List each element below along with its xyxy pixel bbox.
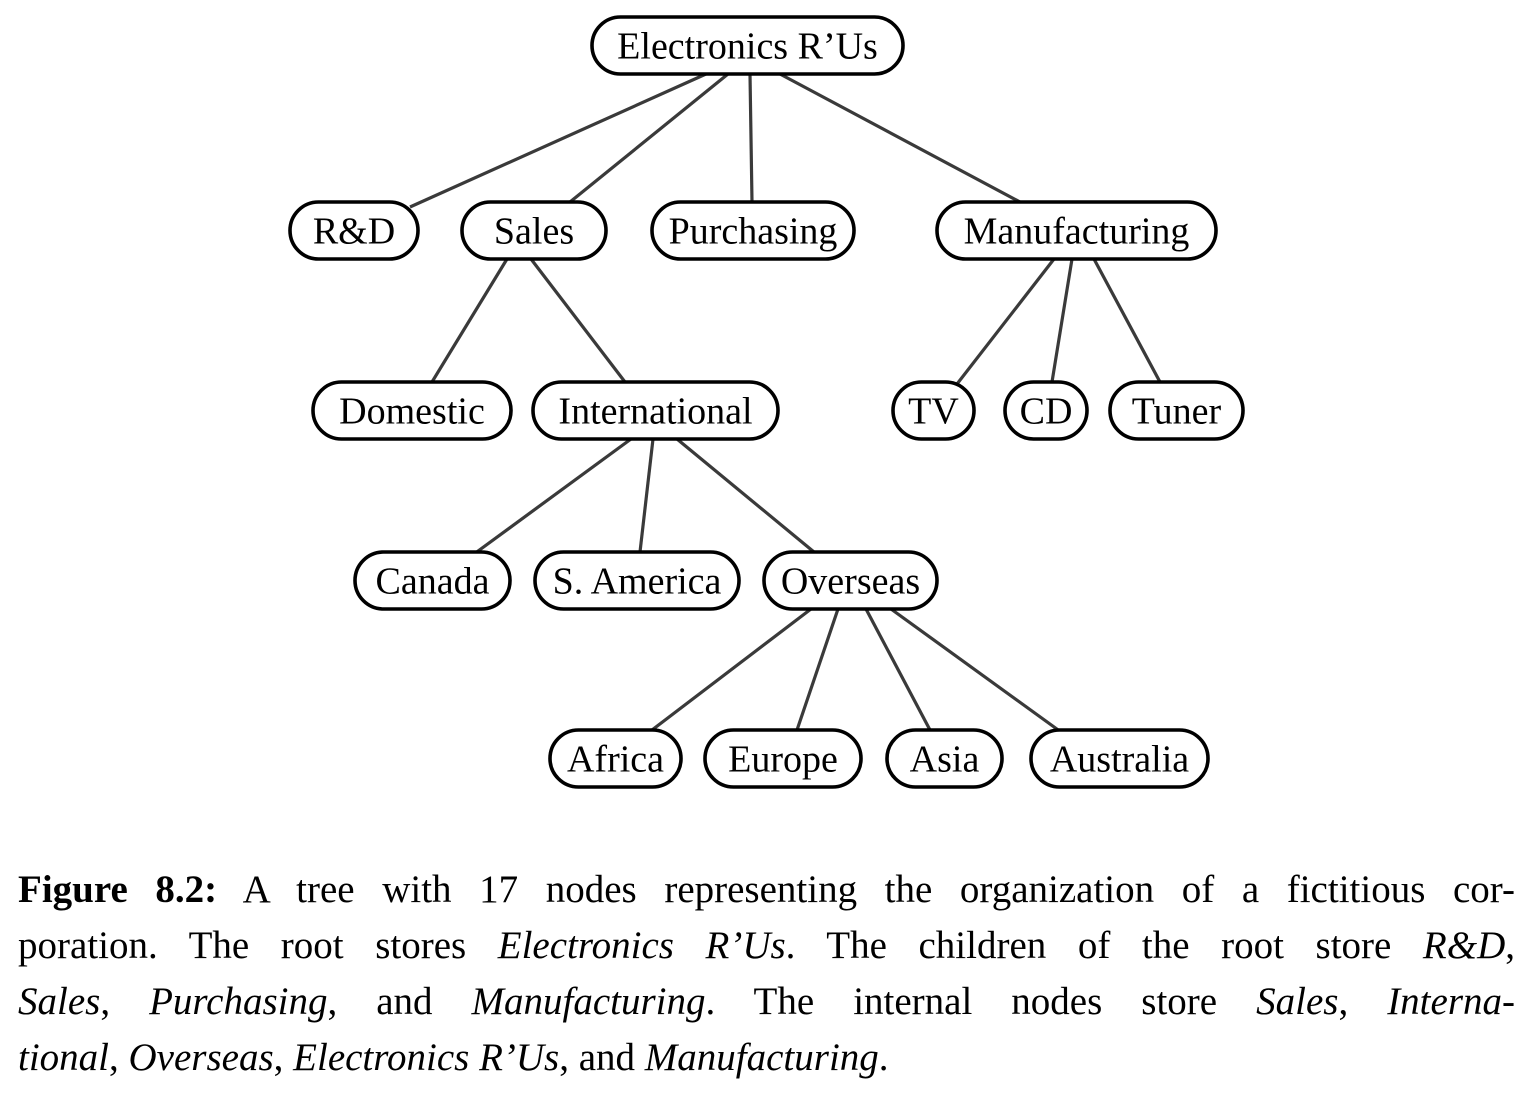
edge-root-manufacturing <box>779 72 1021 204</box>
caption-emphasis: Electronics R’Us <box>293 1036 560 1079</box>
caption-text: , <box>1338 980 1388 1023</box>
node-box <box>311 380 513 441</box>
node-label: Purchasing <box>669 211 838 253</box>
node-box <box>1029 728 1210 789</box>
node-label: Australia <box>1050 739 1189 781</box>
caption-text: , <box>109 1036 129 1079</box>
caption-text: . The children of the root store <box>785 924 1423 967</box>
caption-text: , <box>100 980 150 1023</box>
caption-emphasis: Manufacturing <box>644 1036 879 1079</box>
node-box <box>650 200 856 261</box>
caption-text: , and <box>327 980 472 1023</box>
caption-emphasis: Electronics R’Us <box>497 924 786 967</box>
caption-text: A tree with 17 nodes representing the or… <box>242 868 1515 911</box>
caption-emphasis: Purchasing <box>149 980 328 1023</box>
caption-emphasis: tional <box>18 1036 110 1079</box>
edge-sales-domestic <box>430 258 509 383</box>
tree-node-tv: TV <box>891 380 976 441</box>
caption-line-3: Sales, Purchasing, and Manufacturing. Th… <box>18 974 1515 1030</box>
tree-diagram: Electronics R’UsR&D Sales Purchasing Manufa… <box>288 15 1245 789</box>
node-box <box>1003 380 1089 441</box>
node-label: R&D <box>313 211 395 253</box>
node-label: Manufacturing <box>964 211 1190 253</box>
node-box <box>548 728 683 789</box>
node-label: TV <box>908 391 959 433</box>
node-box <box>590 15 905 76</box>
caption-line-1: Figure 8.2: A tree with 17 nodes represe… <box>18 862 1515 918</box>
caption-text: , <box>273 1036 294 1079</box>
caption-text: , <box>1505 924 1515 967</box>
node-label: Electronics R’Us <box>617 26 878 68</box>
tree-node-tuner: Tuner <box>1108 380 1245 441</box>
edge-root-purchasing <box>748 73 754 203</box>
edge-sales-international <box>529 258 627 383</box>
node-box <box>533 550 741 611</box>
caption-emphasis: R&D <box>1422 924 1506 967</box>
tree-node-domestic: Domestic <box>311 380 513 441</box>
node-box <box>353 550 512 611</box>
tree-node-manufacturing: Manufacturing <box>935 200 1218 261</box>
edge-overseas-africa <box>651 607 812 732</box>
edge-international-samerica <box>638 438 655 553</box>
node-label: Canada <box>376 561 490 603</box>
node-box <box>885 728 1004 789</box>
node-box <box>703 728 863 789</box>
tree-node-rd: R&D <box>288 200 420 261</box>
caption-emphasis: Manufacturing <box>471 980 706 1023</box>
tree-node-overseas: Overseas <box>762 550 939 611</box>
node-label: Tuner <box>1132 391 1222 433</box>
node-label: Africa <box>567 739 664 781</box>
caption-text: . The internal nodes store <box>705 980 1257 1023</box>
caption-text: poration. The root stores <box>18 924 498 967</box>
tree-node-asia: Asia <box>885 728 1004 789</box>
node-box <box>460 200 608 261</box>
caption-emphasis: Sales <box>18 980 101 1023</box>
edge-manufacturing-tuner <box>1092 258 1162 383</box>
node-label: Sales <box>494 211 574 253</box>
edge-overseas-europe <box>795 608 840 731</box>
caption-figure-label: Figure 8.2: <box>18 868 218 911</box>
tree-node-canada: Canada <box>353 550 512 611</box>
node-label: CD <box>1020 391 1073 433</box>
tree-node-purchasing: Purchasing <box>650 200 856 261</box>
edge-root-rd <box>409 72 707 209</box>
node-label: Asia <box>910 739 980 781</box>
edge-root-sales <box>568 72 730 204</box>
caption-emphasis: Overseas <box>128 1036 274 1079</box>
figure-caption: Figure 8.2: A tree with 17 nodes represe… <box>18 862 1515 1086</box>
node-label: S. America <box>553 561 722 603</box>
caption-line-4: tional, Overseas, Electronics R’Us, and … <box>18 1030 1515 1086</box>
tree-node-cd: CD <box>1003 380 1089 441</box>
tree-node-international: International <box>531 380 780 441</box>
tree-node-samerica: S. America <box>533 550 741 611</box>
caption-line-2: poration. The root stores Electronics R’… <box>18 918 1515 974</box>
caption-text: . <box>878 1036 889 1079</box>
edge-international-canada <box>473 437 632 556</box>
node-box <box>762 550 939 611</box>
node-box <box>891 380 976 441</box>
tree-node-sales: Sales <box>460 200 608 261</box>
edge-overseas-asia <box>864 608 932 731</box>
tree-node-europe: Europe <box>703 728 863 789</box>
tree-nodes: Electronics R’UsR&D Sales Purchasing Manufa… <box>288 15 1245 789</box>
tree-node-australia: Australia <box>1029 728 1210 789</box>
caption-emphasis: Sales <box>1256 980 1339 1023</box>
tree-node-root: Electronics R’Us <box>590 15 905 76</box>
edge-international-overseas <box>675 437 816 554</box>
tree-edges <box>409 72 1162 734</box>
tree-node-africa: Africa <box>548 728 683 789</box>
edge-manufacturing-cd <box>1050 258 1074 383</box>
edge-overseas-australia <box>890 607 1062 734</box>
node-label: International <box>558 391 752 433</box>
node-label: Overseas <box>781 561 920 603</box>
edge-manufacturing-tv <box>955 258 1056 385</box>
caption-emphasis: Interna- <box>1387 980 1515 1023</box>
node-label: Europe <box>728 739 838 781</box>
node-box <box>1108 380 1245 441</box>
node-box <box>288 200 420 261</box>
caption-text: , and <box>559 1036 645 1079</box>
node-label: Domestic <box>339 391 485 433</box>
node-box <box>531 380 780 441</box>
node-box <box>935 200 1218 261</box>
